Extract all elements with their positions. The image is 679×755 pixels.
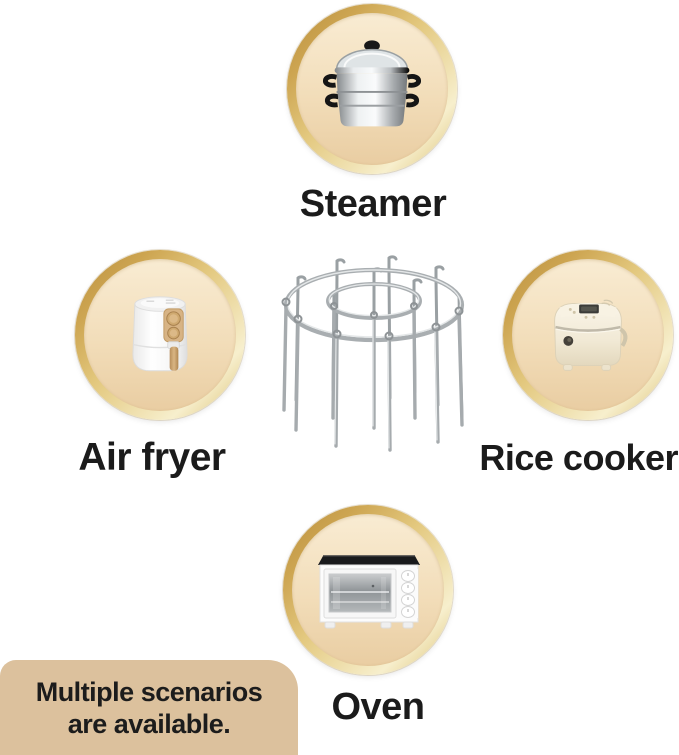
scenario-label-air-fryer: Air fryer	[78, 436, 226, 479]
callout-text-line2: are available.	[67, 708, 231, 739]
badge-circle	[292, 514, 444, 666]
callout-text-line1: Multiple scenarios	[35, 676, 263, 707]
scenario-label-rice-cooker: Rice cooker	[479, 437, 678, 478]
skewer-rack-image	[281, 255, 465, 452]
badge-circle	[84, 259, 236, 411]
rice-cooker-icon	[554, 299, 628, 371]
badge-circle	[512, 259, 664, 411]
air-fryer-icon	[132, 296, 188, 372]
scenario-label-steamer: Steamer	[299, 183, 447, 225]
toaster-oven-icon	[318, 555, 420, 629]
scenario-badge-rice-cooker	[503, 250, 673, 420]
scenario-badge-air-fryer	[75, 250, 245, 420]
steamer-pot-icon	[322, 40, 422, 127]
scenario-label-oven: Oven	[331, 686, 425, 728]
badge-circle	[296, 13, 448, 165]
callout-box: Multiple scenarios are available.	[0, 660, 298, 755]
scenario-badge-oven	[283, 505, 453, 675]
scenario-badge-steamer	[287, 4, 457, 174]
